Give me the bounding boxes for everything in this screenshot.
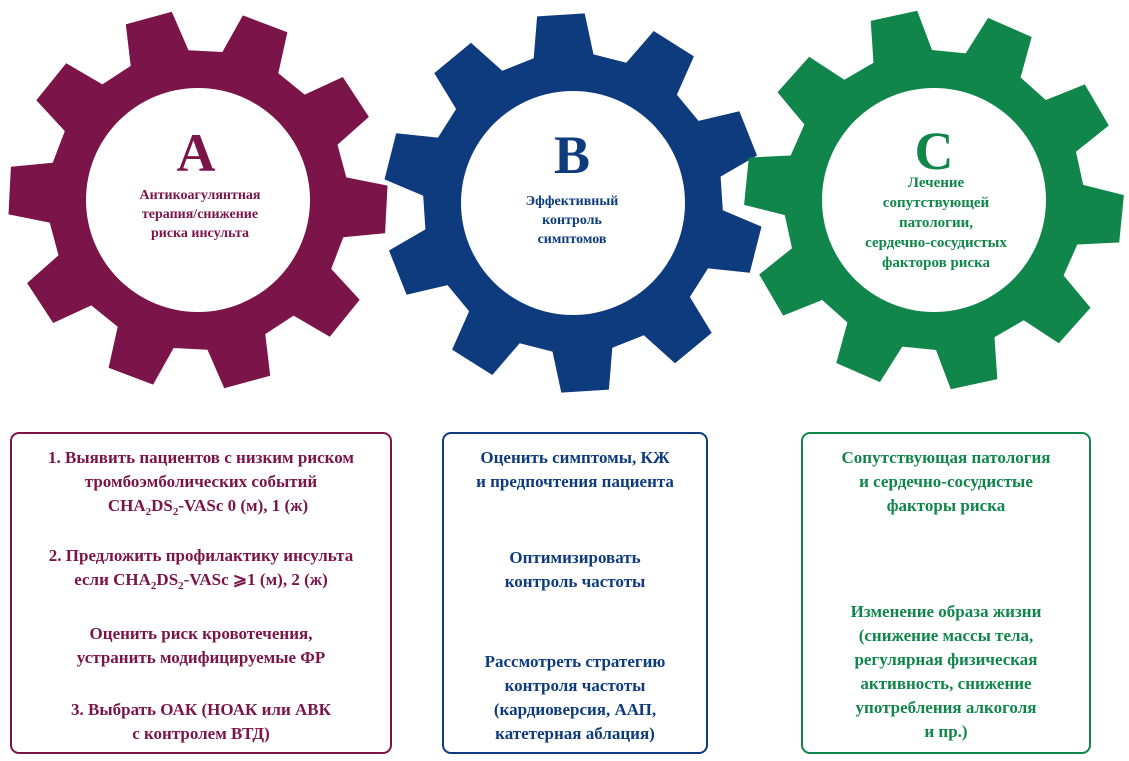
score-part: CHA: [107, 496, 146, 515]
box-a-item-3: Оценить риск кровотечения, устранить мод…: [12, 622, 390, 670]
score-sub: 2: [178, 580, 184, 592]
box-a-item-3-line: Оценить риск кровотечения,: [89, 624, 313, 643]
box-b-item-3-line: (кардиоверсия, ААП,: [493, 700, 657, 719]
gear-a-caption: Антикоагулянтная терапия/снижение риска …: [110, 186, 290, 243]
gear-a-icon: [8, 11, 388, 389]
score-part: -VASc ⩾1 (м), 2 (ж): [183, 570, 328, 589]
box-a-item-1: 1. Выявить пациентов с низким риском тро…: [12, 446, 390, 518]
box-b-item-1-line: и предпочтения пациента: [476, 472, 674, 491]
box-b-item-1-line: Оценить симптомы, КЖ: [480, 448, 670, 467]
score-sub: 2: [145, 506, 152, 518]
gear-c-icon: [744, 10, 1124, 390]
score-part: если CHA: [74, 570, 151, 589]
box-a-item-2-line: 2. Предложить профилактику инсульта: [48, 546, 354, 565]
gears-layer: [8, 10, 1124, 393]
score-sub: 2: [150, 580, 157, 592]
box-c-item-1-line: и сердечно-сосудистые: [859, 472, 1033, 491]
box-b-item-2: Оптимизировать контроль частоты: [444, 546, 706, 594]
gear-b-caption-line: контроль: [542, 213, 602, 228]
box-a-item-4-line: с контролем ВТД): [132, 724, 270, 743]
score-part: DS: [156, 570, 179, 589]
gear-c-caption-line: сердечно-сосудистых: [865, 235, 1007, 251]
box-c-item-2-line: активность, снижение: [860, 674, 1032, 693]
box-c-item-2-line: (снижение массы тела,: [858, 626, 1034, 645]
box-c-item-2-line: употребления алкоголя: [855, 698, 1037, 717]
box-c-item-2-line: и пр.): [924, 722, 968, 741]
gear-b-letter: B: [553, 125, 591, 185]
box-a-item-1-line: тромбоэмболических событий: [84, 472, 318, 491]
score-part: -VASc 0 (м), 1 (ж): [178, 496, 309, 515]
gear-a-caption-line: риска инсульта: [150, 226, 249, 241]
box-b-item-2-line: Оптимизировать: [509, 548, 641, 567]
gear-b-icon: [384, 13, 762, 393]
box-a-item-4: 3. Выбрать ОАК (НОАК или АВК с контролем…: [12, 698, 390, 746]
score-part: DS: [151, 496, 173, 515]
box-a-item-1-line: 1. Выявить пациентов с низким риском: [48, 448, 354, 467]
box-a-item-4-line: 3. Выбрать ОАК (НОАК или АВК: [71, 700, 331, 719]
box-c: Сопутствующая патология и сердечно-сосуд…: [801, 432, 1091, 754]
gear-b-caption: Эффективный контроль симптомов: [482, 192, 662, 249]
gear-a-caption-line: терапия/снижение: [141, 207, 259, 222]
gear-c-caption-line: Лечение: [907, 175, 965, 191]
box-a-item-3-line: устранить модифицируемые ФР: [76, 648, 326, 667]
gear-a-caption-line: Антикоагулянтная: [139, 188, 261, 203]
gear-c-caption-line: патологии,: [899, 215, 973, 231]
gear-c-caption: Лечение сопутствующей патологии, сердечн…: [836, 173, 1036, 273]
gear-c-letter: C: [914, 121, 954, 181]
box-b-item-3-line: контроля частоты: [504, 676, 646, 695]
score-sub: 2: [172, 506, 179, 518]
gear-c-caption-line: факторов риска: [881, 255, 991, 271]
gear-c-caption-line: сопутствующей: [882, 195, 990, 211]
box-c-item-2: Изменение образа жизни (снижение массы т…: [803, 600, 1089, 744]
gear-a-letter: A: [176, 123, 216, 183]
box-a-item-2: 2. Предложить профилактику инсульта если…: [12, 544, 390, 592]
box-b-item-3-line: Рассмотреть стратегию: [484, 652, 666, 671]
box-b-item-2-line: контроль частоты: [504, 572, 646, 591]
box-b-item-1: Оценить симптомы, КЖ и предпочтения паци…: [444, 446, 706, 494]
box-b: Оценить симптомы, КЖ и предпочтения паци…: [442, 432, 708, 754]
gear-b-caption-line: Эффективный: [525, 194, 619, 209]
box-b-item-3: Рассмотреть стратегию контроля частоты (…: [444, 650, 706, 746]
gear-b-caption-line: симптомов: [537, 232, 607, 247]
box-c-item-2-line: Изменение образа жизни: [850, 602, 1042, 621]
box-a-score-line: CHA2DS2-VASc 0 (м), 1 (ж): [94, 496, 309, 518]
box-a-score-line: если CHA2DS2-VASc ⩾1 (м), 2 (ж): [74, 570, 328, 592]
box-c-item-1-line: факторы риска: [886, 496, 1006, 515]
box-a: 1. Выявить пациентов с низким риском тро…: [10, 432, 392, 754]
box-b-item-3-line: катетерная аблация): [495, 724, 655, 743]
box-c-item-2-line: регулярная физическая: [854, 650, 1038, 669]
box-c-item-1: Сопутствующая патология и сердечно-сосуд…: [803, 446, 1089, 518]
box-c-item-1-line: Сопутствующая патология: [841, 448, 1051, 467]
